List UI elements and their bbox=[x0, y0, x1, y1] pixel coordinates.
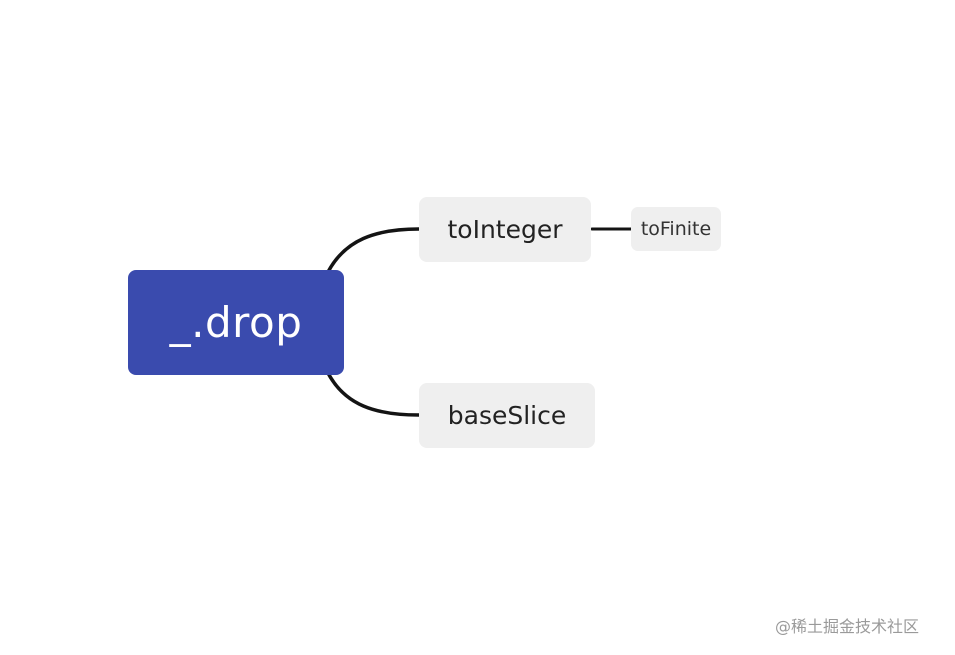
root-node-label: _.drop bbox=[169, 298, 303, 347]
connector-root-to-tointeger bbox=[326, 227, 421, 274]
node-tointeger[interactable]: toInteger bbox=[419, 197, 591, 262]
connector-root-to-baseslice bbox=[326, 371, 421, 417]
watermark-text: @稀土掘金技术社区 bbox=[775, 617, 920, 636]
node-tofinite-label: toFinite bbox=[640, 218, 712, 240]
root-node[interactable]: _.drop bbox=[128, 270, 344, 375]
node-baseslice-label: baseSlice bbox=[447, 401, 567, 430]
node-baseslice[interactable]: baseSlice bbox=[419, 383, 595, 448]
node-tointeger-label: toInteger bbox=[447, 215, 563, 244]
node-tofinite[interactable]: toFinite bbox=[631, 207, 721, 251]
